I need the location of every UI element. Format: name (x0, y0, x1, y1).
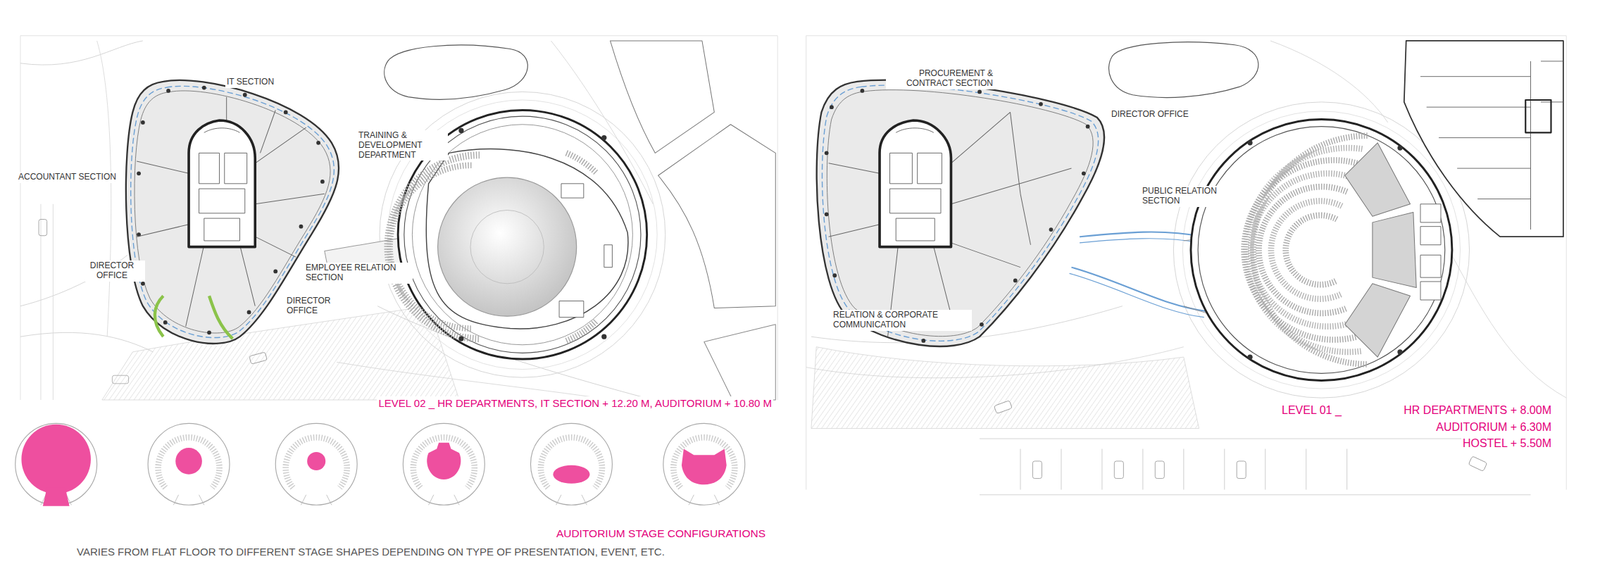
section-label: TRAINING & DEVELOPMENT DEPARTMENT (357, 130, 448, 161)
section-label: PROCUREMENT & CONTRACT SECTION (885, 68, 995, 90)
section-label: EMPLOYEE RELATION SECTION (304, 262, 413, 284)
section-label: DIRECTOR OFFICE (285, 295, 345, 317)
level-heading: HR DEPARTMENTS + 8.00M (1402, 403, 1553, 418)
section-label: PUBLIC RELATION SECTION (1140, 185, 1239, 208)
level-heading: LEVEL 01 _ (1280, 403, 1343, 418)
section-label: RELATION & CORPORATE COMMUNICATION (831, 309, 972, 331)
section-label: DIRECTOR OFFICE (1109, 109, 1191, 121)
level-heading: LEVEL 02 _ HR DEPARTMENTS, IT SECTION + … (376, 396, 774, 410)
section-label: ACCOUNTANT SECTION (16, 171, 118, 184)
caption-title: AUDITORIUM STAGE CONFIGURATIONS (556, 527, 766, 541)
level-heading: AUDITORIUM + 6.30M (1434, 420, 1553, 435)
section-label: DIRECTOR OFFICE (78, 260, 146, 282)
section-label: IT SECTION (225, 76, 276, 89)
caption-note: VARIES FROM FLAT FLOOR TO DIFFERENT STAG… (76, 545, 665, 558)
level-heading: HOSTEL + 5.50M (1461, 436, 1553, 451)
